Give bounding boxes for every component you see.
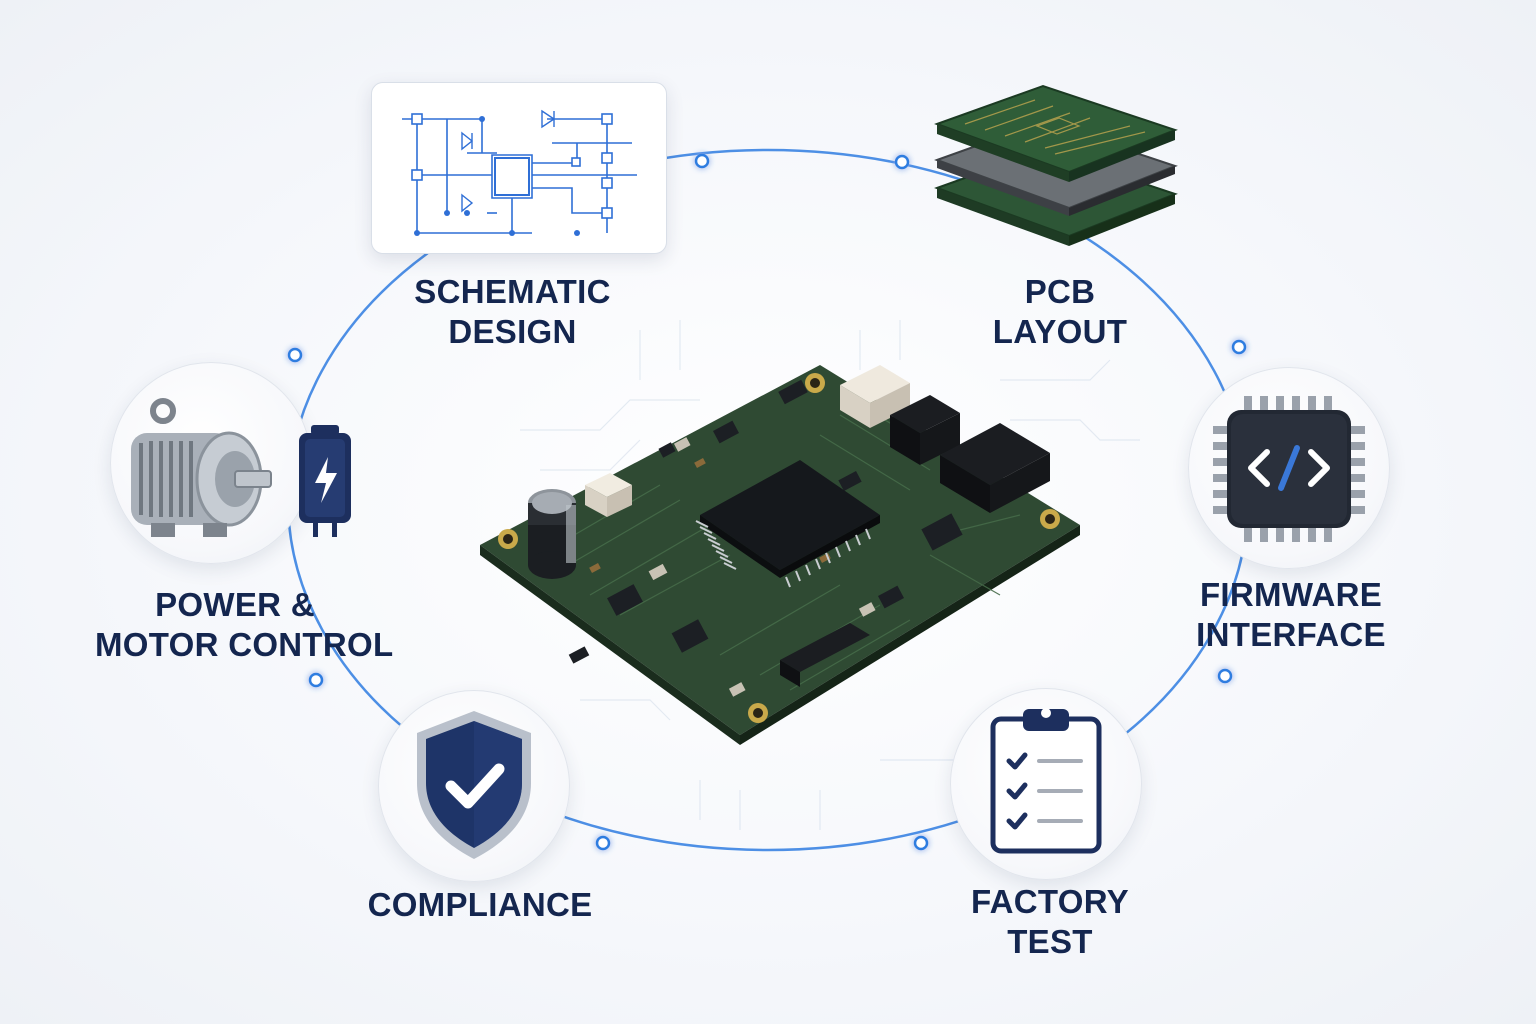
motor-icon [131,398,272,537]
ring-node [913,835,929,851]
code-chip-icon [1213,396,1365,542]
ring-node [1231,339,1247,355]
compliance-card [378,690,570,882]
factory-label: FACTORY TEST [950,882,1150,962]
firmware-label: FIRMWARE INTERFACE [1180,575,1402,655]
pcb-label-line2: LAYOUT [992,313,1128,350]
ring-node [894,154,910,170]
black-header [780,395,1050,687]
mcu-chip [695,460,880,588]
capacitor [528,489,576,579]
ring-node [287,347,303,363]
schematic-card [371,82,667,254]
schematic-label: SCHEMATIC DESIGN [380,272,645,352]
schematic-label-line2: DESIGN [448,313,577,350]
ring-node [308,672,324,688]
power-label-line1: POWER & [155,586,315,623]
schematic-circuit-icon [402,109,637,236]
pcb-board-icon [480,365,1080,745]
motor-battery-icon [131,398,351,537]
power-card [110,362,351,564]
compliance-label-line1: COMPLIANCE [367,886,593,923]
pcb-label: PCB LAYOUT [960,272,1160,352]
power-label-line2: MOTOR CONTROL [95,626,394,663]
small-relay [585,473,632,517]
ring-node [1217,668,1233,684]
firmware-label-line2: INTERFACE [1196,616,1386,653]
firmware-card [1188,367,1390,569]
white-connector [840,365,910,428]
ring-node [694,153,710,169]
firmware-label-line1: FIRMWARE [1199,576,1383,613]
clipboard-checklist-icon [990,708,1102,854]
battery-icon [299,425,351,537]
shield-check-icon [417,711,531,859]
factory-label-line1: FACTORY [971,883,1129,920]
pcb-label-line1: PCB [1024,273,1096,310]
pcb-layers-icon [934,84,1178,246]
power-label: POWER & MOTOR CONTROL [95,585,394,665]
factory-label-line2: TEST [1007,923,1093,960]
schematic-label-line1: SCHEMATIC [414,273,611,310]
compliance-label: COMPLIANCE [355,885,605,925]
mounting-holes [498,373,1060,723]
factory-card [950,688,1142,880]
ring-node [595,835,611,851]
